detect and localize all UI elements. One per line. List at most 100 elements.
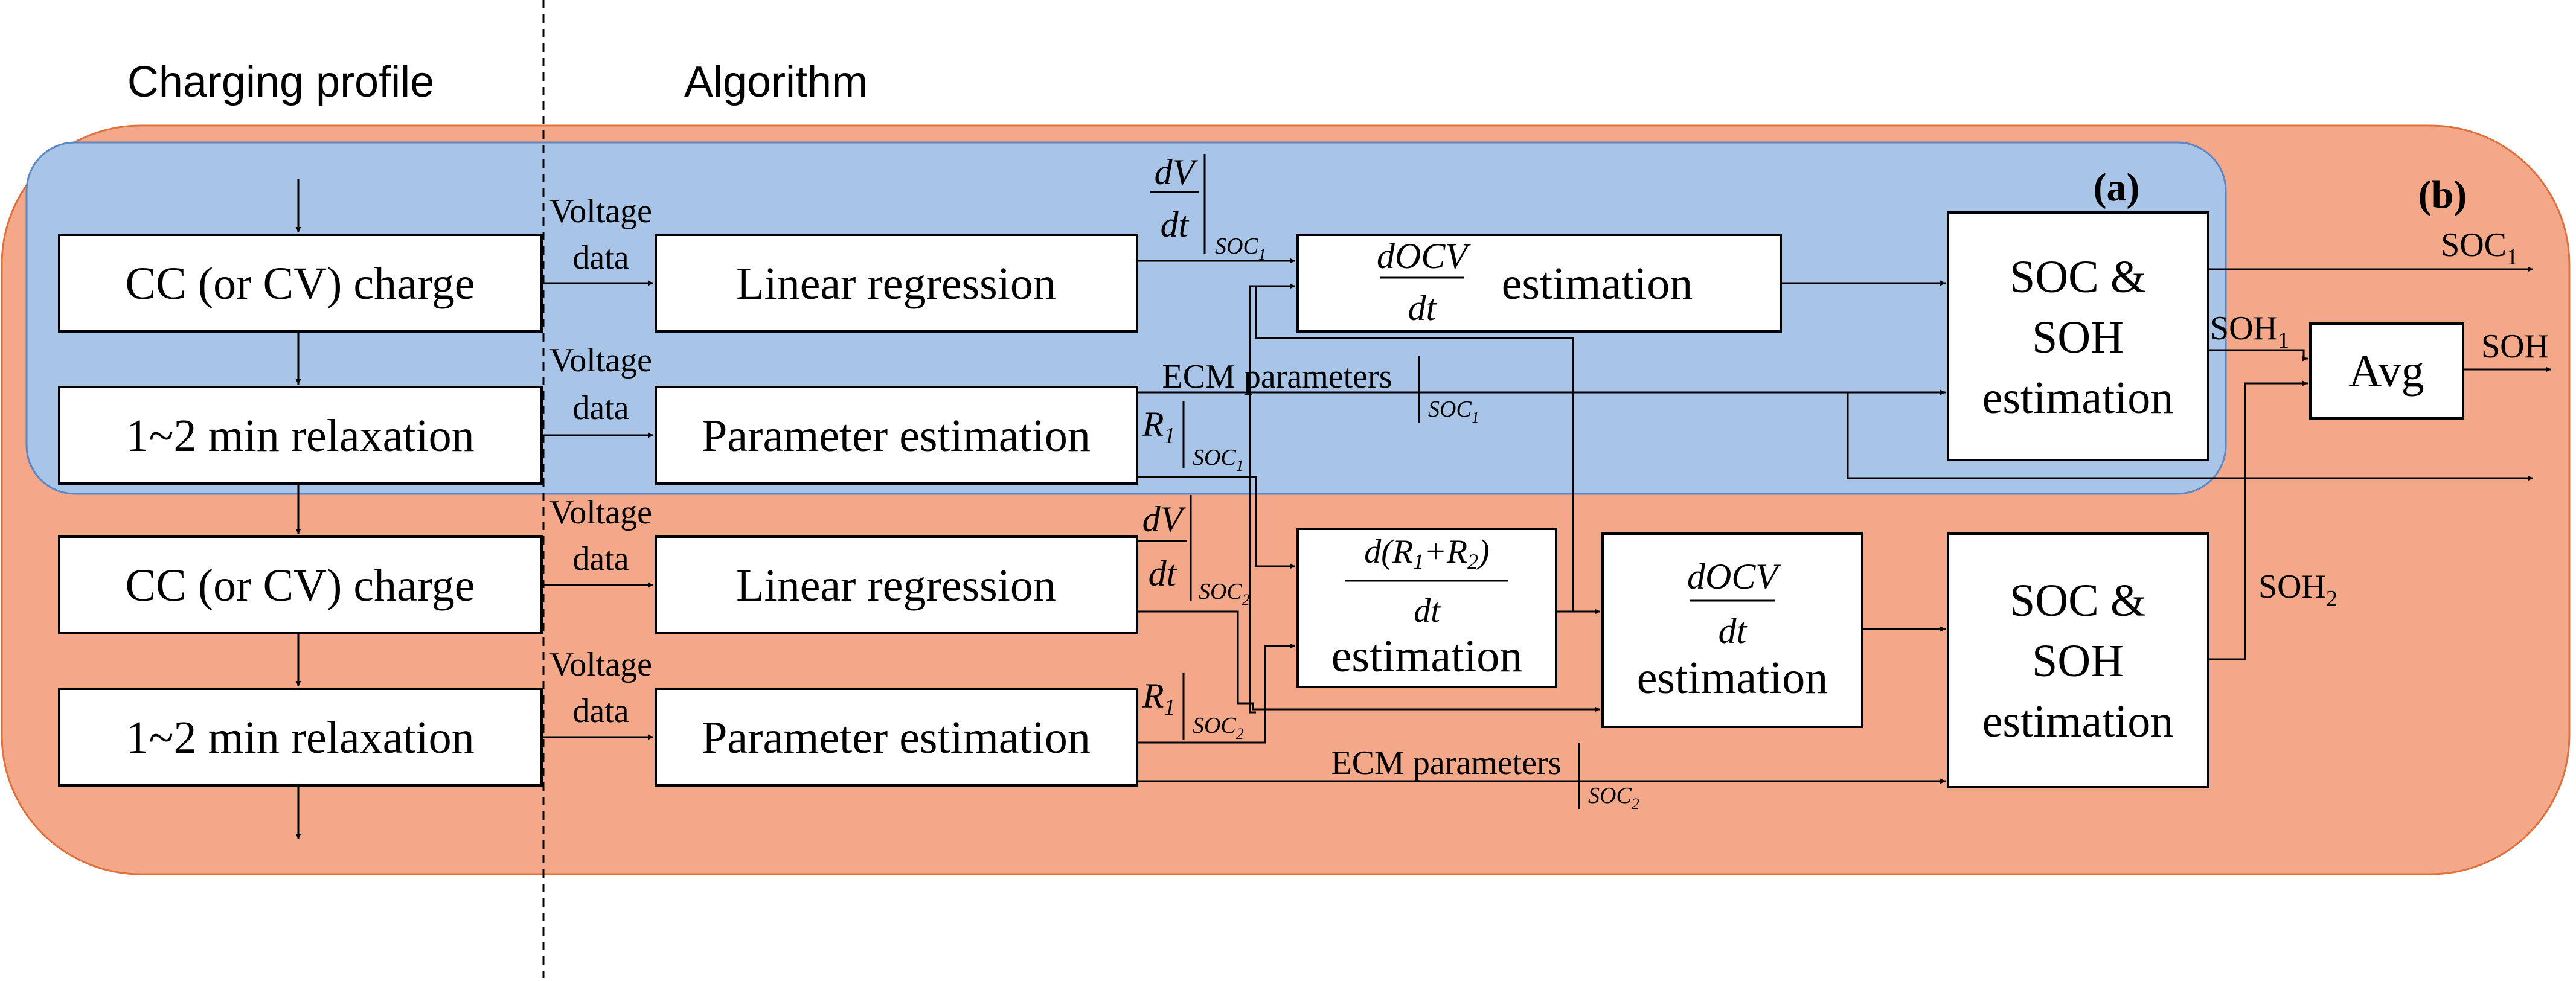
output-soh1: SOH1 <box>2210 310 2289 353</box>
soc-subscript-text: SOC <box>1193 713 1236 738</box>
step-relaxation-1-label: 1~2 min relaxation <box>126 411 474 461</box>
soc-subscript-text: SOC <box>1215 234 1258 259</box>
output-soh: SOH <box>2481 328 2549 365</box>
r-symbol: R <box>1142 404 1164 444</box>
block-linear-regression-1: Linear regression <box>655 234 1138 333</box>
output-soh-text: SOH <box>2258 568 2326 606</box>
block-dr-estimation: d(R1+R2) dt estimation <box>1296 528 1557 688</box>
voltage-data-1-line2: data <box>572 239 629 276</box>
signal-r1-soc2-label: R1 <box>1142 676 1175 720</box>
block-docv-estimation-2-den: dt <box>1719 611 1748 651</box>
block-avg: Avg <box>2309 322 2464 420</box>
signal-r1-soc2-sub: SOC2 <box>1193 713 1244 743</box>
step-cc-charge-1-label: CC (or CV) charge <box>125 258 475 309</box>
soc-subscript-index: 1 <box>1236 457 1244 475</box>
block-avg-label: Avg <box>2348 346 2424 397</box>
wire-dvdt2-to-docv2 <box>1137 610 1600 712</box>
block-soc-soh-estimation-1: SOC & SOH estimation <box>1947 211 2209 461</box>
block-docv-estimation-2-label: estimation <box>1637 653 1828 703</box>
r-index: 1 <box>1164 695 1175 720</box>
output-soc-text: SOC <box>2441 226 2507 264</box>
step-cc-charge-1: CC (or CV) charge <box>58 234 543 333</box>
signal-ecm-soc2: ECM parameters SOC2 <box>1331 743 1639 813</box>
step-relaxation-2: 1~2 min relaxation <box>58 688 543 787</box>
block-docv-estimation-1-num: dOCV <box>1377 236 1471 276</box>
signal-ecm-soc1-sub: SOC1 <box>1428 397 1479 426</box>
voltage-data-3-line1: Voltage <box>549 494 652 531</box>
signal-r1-soc2: R1 SOC2 <box>1142 673 1244 743</box>
voltage-data-3-line2: data <box>572 540 629 578</box>
dr-index-2: 2 <box>1467 549 1478 574</box>
wire-r1-soc1-to-dr <box>1137 476 1295 569</box>
signal-dv-dt-soc1: dV dt SOC1 <box>1150 152 1266 263</box>
wire-r1-soc2-feedback <box>1249 283 1295 714</box>
soc-subscript-text: SOC <box>1193 445 1236 470</box>
block-docv-estimation-1: dOCV dt estimation <box>1296 234 1782 333</box>
soc-subscript-index: 1 <box>1258 246 1266 263</box>
voltage-data-1: Voltage data <box>542 193 653 286</box>
signal-dv-dt-soc2-sub: SOC2 <box>1199 579 1250 609</box>
soc-subscript-index: 2 <box>1242 591 1250 609</box>
signal-ecm-soc1: ECM parameters SOC1 <box>1162 356 1479 426</box>
block-soc-soh-2-line2: SOH <box>2032 636 2124 686</box>
dr-plus: +R <box>1424 533 1467 570</box>
block-linear-regression-1-label: Linear regression <box>736 258 1056 309</box>
voltage-data-4-line2: data <box>572 692 629 730</box>
wire-soh2-to-avg <box>2208 380 2308 660</box>
dr-open: d(R <box>1364 533 1413 570</box>
voltage-data-3: Voltage data <box>542 494 653 588</box>
voltage-data-1-line1: Voltage <box>549 193 652 230</box>
block-soc-soh-2-line3: estimation <box>1982 696 2174 747</box>
output-soc-index: 1 <box>2507 244 2518 270</box>
signal-ecm-soc1-label: ECM parameters <box>1162 358 1392 395</box>
voltage-data-2: Voltage data <box>542 342 653 438</box>
step-relaxation-1: 1~2 min relaxation <box>58 386 543 485</box>
r-symbol: R <box>1142 676 1164 715</box>
signal-dv-dt-soc2-den: dt <box>1149 554 1177 593</box>
wire-ecm1-passthrough <box>1847 392 2533 481</box>
block-soc-soh-1-line2: SOH <box>2032 312 2124 363</box>
r-index: 1 <box>1164 423 1175 449</box>
soc-subscript-index: 2 <box>1632 795 1639 813</box>
signal-dv-dt-soc1-den: dt <box>1161 205 1190 244</box>
block-linear-regression-2: Linear regression <box>655 535 1138 634</box>
block-docv-estimation-1-label: estimation <box>1502 258 1693 309</box>
soc-subscript-text: SOC <box>1199 579 1242 604</box>
wire-r1-soc2-to-dr <box>1137 643 1295 744</box>
step-relaxation-2-label: 1~2 min relaxation <box>126 712 474 763</box>
soc-subscript-index: 1 <box>1472 409 1479 426</box>
signal-ecm-soc2-sub: SOC2 <box>1588 783 1639 813</box>
block-linear-regression-2-label: Linear regression <box>736 560 1056 611</box>
dr-close: ) <box>1476 533 1490 570</box>
block-parameter-estimation-1-label: Parameter estimation <box>702 411 1091 461</box>
block-dr-estimation-label: estimation <box>1331 631 1523 682</box>
block-parameter-estimation-1: Parameter estimation <box>655 386 1138 485</box>
output-soh-text: SOH <box>2210 310 2278 347</box>
block-dr-estimation-num: d(R1+R2) <box>1364 533 1490 574</box>
voltage-data-4: Voltage data <box>542 646 653 740</box>
dr-index-1: 1 <box>1413 549 1424 574</box>
block-parameter-estimation-2-label: Parameter estimation <box>702 712 1091 763</box>
heading-algorithm: Algorithm <box>684 58 868 106</box>
panel-a-label: (a) <box>2094 165 2140 209</box>
voltage-data-2-line1: Voltage <box>549 342 652 379</box>
signal-dv-dt-soc2-num: dV <box>1142 499 1187 539</box>
signal-dv-dt-soc1-sub: SOC1 <box>1215 234 1266 263</box>
soc-subscript-index: 2 <box>1236 725 1244 743</box>
block-docv-estimation-2-num: dOCV <box>1687 557 1781 596</box>
voltage-data-2-line2: data <box>572 389 629 427</box>
output-soc1: SOC1 <box>2441 226 2518 270</box>
block-parameter-estimation-2: Parameter estimation <box>655 688 1138 787</box>
block-soc-soh-1-line1: SOC & <box>2010 252 2146 302</box>
signal-ecm-soc2-label: ECM parameters <box>1331 744 1562 782</box>
step-cc-charge-2-label: CC (or CV) charge <box>125 560 475 611</box>
block-docv-estimation-2: dOCV dt estimation <box>1601 532 1863 728</box>
output-soh-index: 1 <box>2278 328 2289 353</box>
block-soc-soh-estimation-2: SOC & SOH estimation <box>1947 532 2209 788</box>
output-soh2: SOH2 <box>2258 568 2337 612</box>
heading-charging-profile: Charging profile <box>127 58 434 106</box>
step-cc-charge-2: CC (or CV) charge <box>58 535 543 634</box>
soc-subscript-text: SOC <box>1588 783 1632 808</box>
